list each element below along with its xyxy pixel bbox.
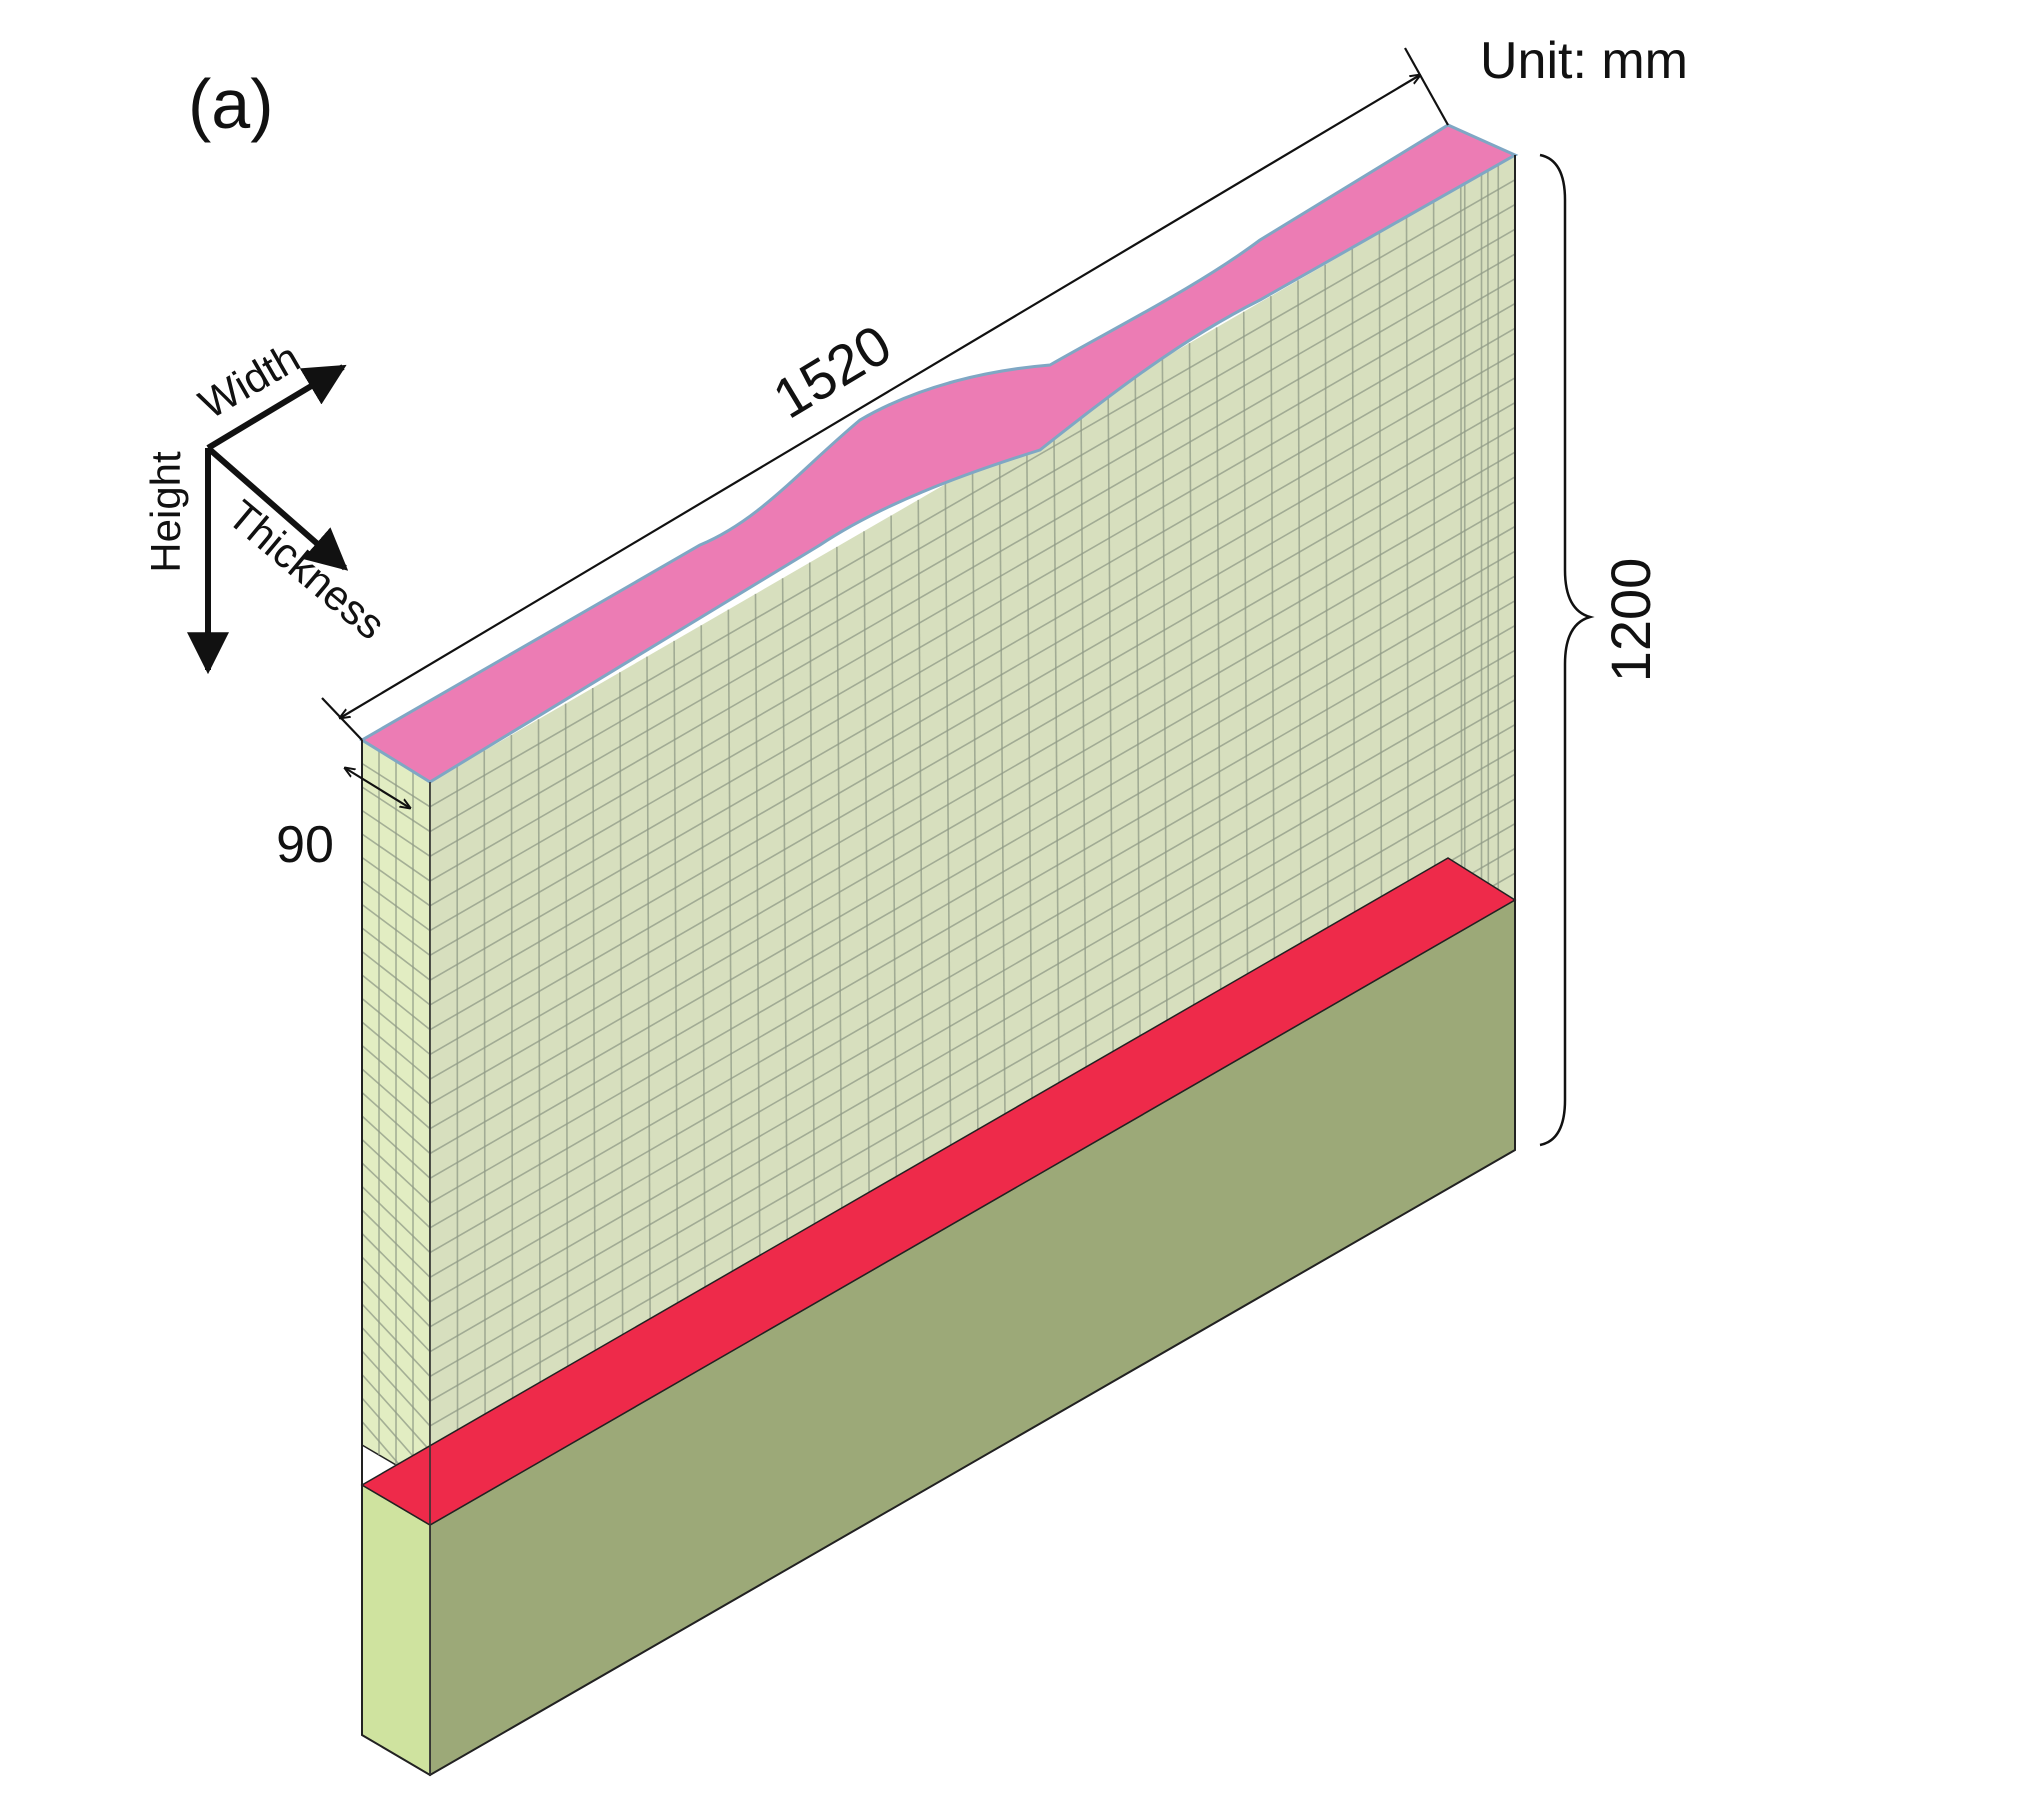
base-side-face [362, 1485, 430, 1775]
panel-label: (a) [188, 65, 274, 143]
thickness-dimension-value: 90 [276, 816, 334, 874]
width-extension-right [1405, 48, 1448, 125]
unit-label: Unit: mm [1480, 32, 1688, 90]
width-axis-label: Width [191, 333, 307, 427]
height-dimension-value: 1200 [1599, 558, 1662, 683]
thickness-axis-label: Thickness [219, 491, 394, 649]
width-extension-left [322, 698, 362, 740]
height-brace [1540, 155, 1590, 1145]
height-axis-label: Height [142, 451, 189, 573]
